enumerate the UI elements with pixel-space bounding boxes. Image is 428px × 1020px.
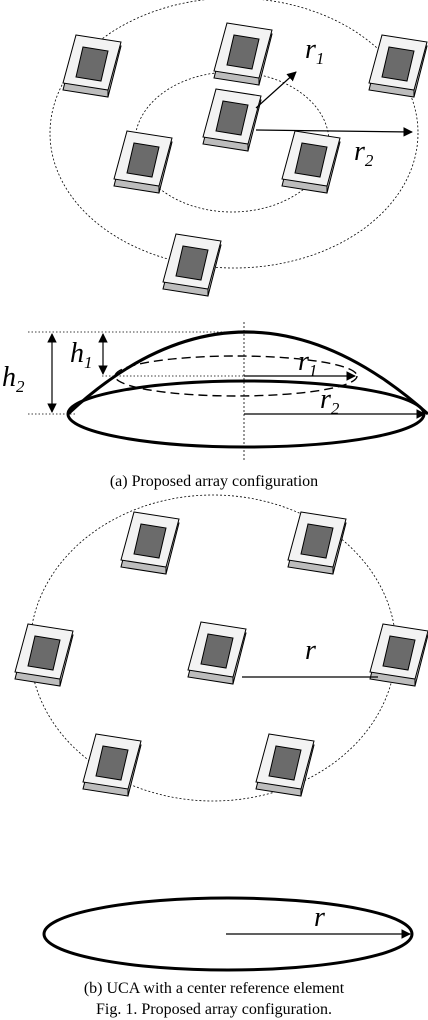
antenna-element bbox=[120, 511, 180, 575]
antenna-element bbox=[82, 733, 142, 797]
uca-center-element bbox=[187, 621, 247, 685]
antenna-element bbox=[62, 34, 122, 98]
dome-surface bbox=[66, 330, 428, 416]
outer-ring-r2 bbox=[49, 0, 419, 269]
r1-arrow bbox=[255, 71, 297, 109]
uca-profile-view: r bbox=[42, 896, 414, 972]
antenna-element bbox=[14, 623, 74, 687]
uca-profile-r-label: r bbox=[314, 902, 325, 933]
profile-r1-label: r1 bbox=[298, 346, 317, 380]
r1-label: r1 bbox=[305, 34, 324, 68]
antenna-element bbox=[213, 22, 273, 86]
uca-r-label: r bbox=[305, 635, 316, 666]
antenna-element bbox=[287, 511, 347, 575]
caption-a: (a) Proposed array configuration bbox=[110, 473, 318, 490]
profile-r2-label: r2 bbox=[320, 384, 340, 418]
inner-ellipse-r1 bbox=[114, 355, 358, 397]
antenna-element bbox=[255, 733, 315, 797]
center-antenna-element bbox=[202, 88, 262, 152]
side-profile-view: h2 h1 r1 r2 bbox=[2, 322, 428, 460]
antenna-element bbox=[369, 623, 428, 687]
antenna-element bbox=[162, 233, 222, 297]
antenna-element bbox=[281, 130, 341, 194]
antenna-element bbox=[113, 130, 173, 194]
uca-base-ellipse bbox=[42, 896, 414, 972]
antenna-element bbox=[368, 34, 428, 98]
h1-label: h1 bbox=[70, 338, 93, 372]
figure-caption: Fig. 1. Proposed array configuration. bbox=[96, 1001, 332, 1018]
top-array-view: r1 r2 bbox=[49, 0, 428, 297]
uca-array-view: r bbox=[14, 494, 428, 802]
caption-b: (b) UCA with a center reference element bbox=[84, 980, 345, 997]
r2-arrow bbox=[255, 127, 413, 137]
r2-label: r2 bbox=[354, 136, 374, 170]
h2-label: h2 bbox=[2, 362, 25, 396]
